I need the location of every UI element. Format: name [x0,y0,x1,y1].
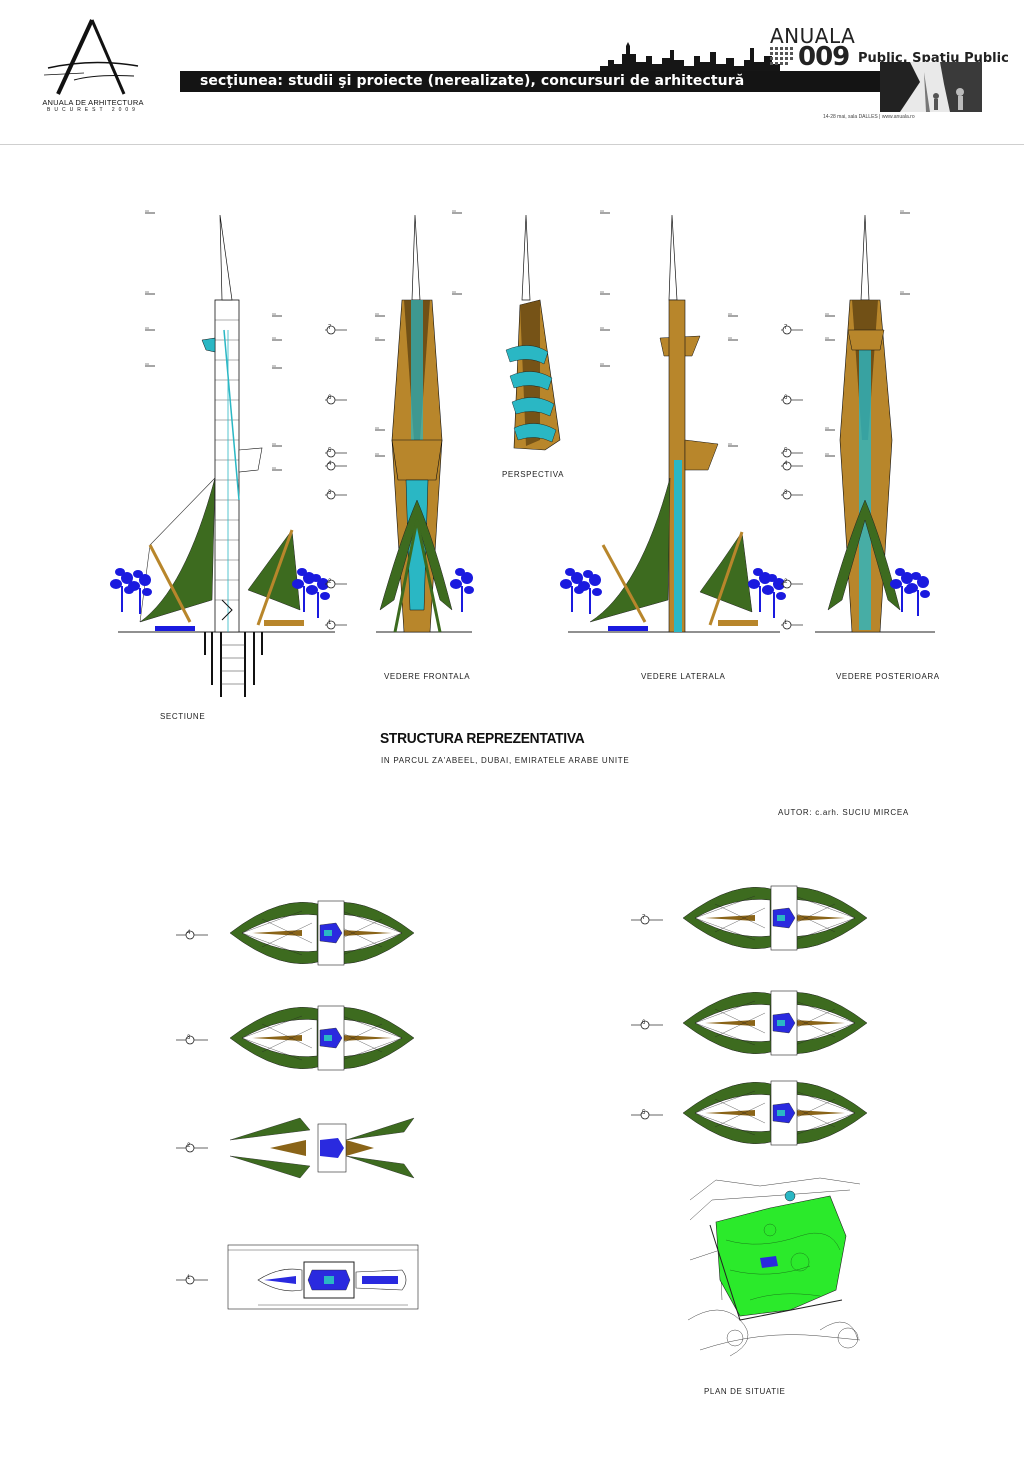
plan-marker-number: 6 [642,1020,646,1026]
marker-number: 6 [784,395,788,401]
plan-marker-number: 1 [187,1275,191,1281]
section-label: SECTIUNE [160,712,206,721]
marker-number: 3 [328,490,332,496]
back-view-drawing [815,210,935,633]
project-author: AUTOR: c.arh. SUCIU MIRCEA [778,808,909,817]
marker-number: 1 [328,620,332,626]
front-view-label: VEDERE FRONTALA [384,672,471,681]
plan-level-2 [229,1117,415,1179]
header-divider [0,144,1024,145]
site-plan-drawing [684,1176,861,1358]
plan-marker-number: 7 [642,915,646,921]
marker-number: 4 [784,461,788,467]
plan-marker-number: 5 [642,1110,646,1116]
header: ANUALA DE ARHITECTURA BUCUREST 2009 secţ… [0,0,1024,145]
plan-marker-number: 2 [187,1143,191,1149]
marker-number: 7 [784,325,788,331]
front-view-drawing [374,210,475,633]
dot-grid-icon [770,47,793,65]
event-note: 14-28 mai, sala DALLES | www.anuala.ro [823,114,915,120]
plan-marker-number: 4 [187,930,191,936]
marker-number: 7 [328,325,332,331]
anuala-number: 009 [798,42,850,72]
marker-number: 2 [784,579,788,585]
marker-number: 1 [784,620,788,626]
plan-level-1 [227,1244,419,1310]
marker-number: 5 [328,448,332,454]
a-monogram-icon [44,19,139,95]
site-plan-label: PLAN DE SITUATIE [704,1387,786,1396]
side-view-label: VEDERE LATERALA [641,672,726,681]
section-banner: secţiunea: studii şi proiecte (nerealiza… [180,71,880,92]
perspective-label: PERSPECTIVA [502,470,565,479]
marker-number: 6 [328,395,332,401]
marker-number: 5 [784,448,788,454]
side-view-drawing [559,210,787,633]
logo-name: ANUALA DE ARHITECTURA [42,98,144,107]
street-photo-icon [880,62,982,112]
perspective-drawing [505,214,561,451]
project-location: IN PARCUL ZA'ABEEL, DUBAI, EMIRATELE ARA… [381,756,630,765]
marker-number: 3 [784,490,788,496]
elevation-drawings [109,210,935,697]
city-skyline-icon [600,42,780,74]
logo-city: BUCUREST 2009 [47,107,139,113]
marker-number: 4 [328,461,332,467]
anuala-logo: ANUALA DE ARHITECTURA BUCUREST 2009 [38,18,148,113]
marker-number: 2 [328,579,332,585]
section-drawing [109,210,335,697]
section-title: secţiunea: studii şi proiecte (nerealiza… [200,73,745,89]
project-title: STRUCTURA REPREZENTATIVA [380,730,585,747]
anuala-word: ANUALA [770,24,856,48]
back-view-label: VEDERE POSTERIOARA [836,672,940,681]
plan-marker-number: 3 [187,1035,191,1041]
